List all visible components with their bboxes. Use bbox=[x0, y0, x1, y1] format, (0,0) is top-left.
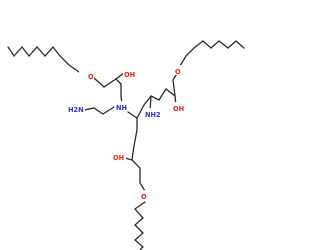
glycerol-arm-top-left bbox=[93, 72, 125, 88]
hydroxyl-bottom: OH bbox=[113, 154, 124, 162]
hydroxyl-right: OH bbox=[173, 105, 184, 113]
octyl-chain-top-right bbox=[175, 40, 245, 76]
hydroxyl-top-left: OH bbox=[124, 71, 135, 79]
backbone bbox=[120, 83, 152, 147]
secondary-amine-nh: NH bbox=[116, 104, 127, 112]
ether-oxygen-right: O bbox=[175, 68, 181, 76]
terminal-amine-h2n: H2N bbox=[68, 106, 84, 114]
bottom-arm bbox=[124, 145, 146, 192]
octyl-chain-top-left bbox=[7, 45, 80, 73]
ether-oxygen-top-left: O bbox=[88, 73, 94, 81]
chemical-structure: O OH NH H2N NH2 OH O OH O bbox=[7, 40, 245, 250]
octyl-chain-bottom bbox=[134, 201, 146, 250]
atom-labels: O OH NH H2N NH2 OH O OH O bbox=[68, 65, 186, 201]
amine-nh2-right: NH2 bbox=[145, 111, 161, 119]
ether-oxygen-bottom: O bbox=[141, 193, 147, 201]
aminoethyl-arm bbox=[83, 106, 115, 115]
